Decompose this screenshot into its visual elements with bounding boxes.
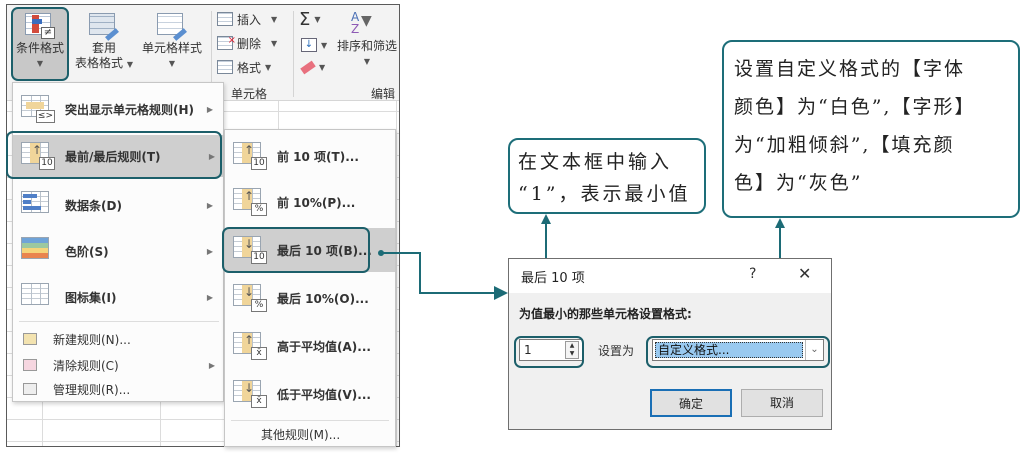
- menu-item-more-rules[interactable]: 其他规则(M)...: [261, 427, 341, 442]
- format-cells-icon: [217, 60, 233, 74]
- fill-button[interactable]: ↓ ▼: [301, 35, 327, 55]
- menu-item-bottom-10-percent[interactable]: ↓% 最后 10%(O)...: [233, 278, 393, 318]
- cell-styles-button[interactable]: 单元格样式 ▼: [137, 9, 207, 79]
- insert-button[interactable]: 插入 ▼: [217, 9, 277, 29]
- top-bottom-icon: ↑10: [21, 142, 55, 170]
- top-10-icon: ↑10: [233, 142, 267, 170]
- set-as-label: 设置为: [598, 344, 635, 358]
- menu-item-below-average[interactable]: ↓x̄ 低于平均值(V)...: [233, 374, 393, 414]
- cell-styles-icon: [157, 13, 187, 41]
- spin-up-icon[interactable]: ▲: [569, 342, 575, 349]
- data-bars-icon: [21, 191, 53, 219]
- new-rule-icon: [23, 333, 37, 345]
- dialog-prompt: 为值最小的那些单元格设置格式:: [519, 307, 692, 321]
- connector-line: [381, 252, 421, 254]
- conditional-format-menu: ≤> 突出显示单元格规则(H) ▶ ↑10 最前/最后规则(T) ▶ 数据条(D…: [12, 82, 224, 402]
- menu-item-icon-sets[interactable]: 图标集(I) ▶: [21, 279, 221, 315]
- divider: [211, 11, 212, 97]
- callout-highlight-bottom-10: [222, 227, 370, 273]
- callout-highlight-format-select: [646, 336, 830, 368]
- menu-item-highlight-rules[interactable]: ≤> 突出显示单元格规则(H) ▶: [21, 91, 221, 127]
- delete-button[interactable]: × 删除 ▼: [217, 33, 277, 53]
- manage-rules-icon: [23, 383, 37, 395]
- callout-highlight-top-bottom: [6, 131, 222, 179]
- chevron-right-icon: ▶: [206, 246, 213, 256]
- chevron-right-icon: ▶: [206, 292, 213, 302]
- arrow-up-icon: [775, 218, 785, 228]
- bottom-10-dialog: 最后 10 项 ? ✕ 为值最小的那些单元格设置格式: 1 ▲ ▼ 设置为 自定…: [508, 258, 832, 430]
- callout-highlight-count-input: [514, 336, 584, 368]
- table-style-icon: [89, 13, 119, 41]
- conditional-format-icon: ≠: [25, 13, 55, 39]
- dialog-title: 最后 10 项: [521, 271, 585, 286]
- color-scales-icon: [21, 237, 53, 265]
- format-as-table-button[interactable]: 套用 表格格式 ▼: [73, 9, 135, 79]
- close-button[interactable]: ✕: [798, 264, 812, 283]
- chevron-right-icon: ▶: [208, 360, 215, 370]
- menu-item-color-scales[interactable]: 色阶(S) ▶: [21, 233, 221, 269]
- spinner-buttons[interactable]: ▲ ▼: [565, 341, 579, 359]
- spin-down-icon[interactable]: ▼: [569, 350, 575, 357]
- top-10-percent-icon: ↑%: [233, 188, 267, 216]
- conditional-format-button[interactable]: ≠ 条件格式 ▼: [13, 9, 67, 79]
- eraser-icon: [300, 60, 316, 74]
- menu-item-manage-rules[interactable]: 管理规则(R)...: [23, 377, 223, 401]
- format-button[interactable]: 格式 ▼: [217, 57, 271, 77]
- icon-sets-icon: [21, 283, 53, 311]
- annotation-note-custom-format: 设置自定义格式的【字体 颜色】为“白色”,【字形】 为“加粗倾斜”,【填充颜 色…: [722, 40, 1020, 218]
- help-button[interactable]: ?: [749, 266, 757, 282]
- arrow-up-icon: [541, 214, 551, 224]
- divider: [19, 321, 219, 322]
- chevron-right-icon: ▶: [206, 104, 213, 114]
- arrow-right-icon: [494, 286, 508, 300]
- dialog-body: 为值最小的那些单元格设置格式: 1 ▲ ▼ 设置为 自定义格式... ⌄ 确定 …: [509, 293, 831, 429]
- chevron-right-icon: ▶: [208, 151, 215, 161]
- annotation-note-input-value: 在文本框中输入 “1”，表示最小值: [508, 138, 706, 214]
- editing-group-label: 编辑: [371, 87, 396, 101]
- divider: [231, 420, 389, 421]
- chevron-down-icon: ▼: [36, 59, 44, 68]
- top-bottom-submenu: ↑10 前 10 项(T)... ↑% 前 10%(P)... ↓10 最后 1…: [224, 129, 396, 447]
- sigma-icon: Σ: [299, 8, 311, 30]
- menu-item-top-bottom-rules[interactable]: ↑10 最前/最后规则(T) ▶: [13, 135, 223, 177]
- connector-line: [419, 292, 495, 294]
- menu-item-clear-rules[interactable]: 清除规则(C) ▶: [23, 353, 223, 377]
- format-select[interactable]: 自定义格式... ⌄: [652, 339, 824, 361]
- clear-button[interactable]: ▼: [300, 57, 325, 77]
- chevron-right-icon: ▶: [206, 200, 213, 210]
- bottom-10-percent-icon: ↓%: [233, 284, 267, 312]
- divider: [293, 11, 294, 97]
- above-average-icon: ↑x̄: [233, 332, 267, 360]
- highlight-cells-icon: ≤>: [21, 95, 55, 123]
- delete-cells-icon: ×: [217, 35, 236, 50]
- insert-cells-icon: [217, 12, 233, 26]
- below-average-icon: ↓x̄: [233, 380, 267, 408]
- bottom-10-icon: ↓10: [233, 236, 267, 264]
- autosum-button[interactable]: Σ ▼: [299, 8, 321, 30]
- menu-item-bottom-10[interactable]: ↓10 最后 10 项(B)...: [225, 228, 395, 272]
- menu-item-new-rule[interactable]: 新建规则(N)...: [23, 327, 223, 351]
- chevron-down-icon[interactable]: ⌄: [805, 340, 823, 360]
- menu-item-above-average[interactable]: ↑x̄ 高于平均值(A)...: [233, 326, 393, 366]
- connector-line: [419, 252, 421, 294]
- menu-item-data-bars[interactable]: 数据条(D) ▶: [21, 187, 221, 223]
- fill-down-icon: ↓: [301, 38, 317, 52]
- cancel-button[interactable]: 取消: [741, 389, 823, 417]
- ok-button[interactable]: 确定: [650, 389, 732, 417]
- format-select-value: 自定义格式...: [655, 342, 803, 358]
- menu-item-top-10-percent[interactable]: ↑% 前 10%(P)...: [233, 182, 393, 222]
- clear-rules-icon: [23, 359, 37, 371]
- callout-highlight-cf-button: [11, 7, 69, 81]
- menu-item-top-10[interactable]: ↑10 前 10 项(T)...: [233, 136, 393, 176]
- cells-group-label: 单元格: [231, 87, 268, 101]
